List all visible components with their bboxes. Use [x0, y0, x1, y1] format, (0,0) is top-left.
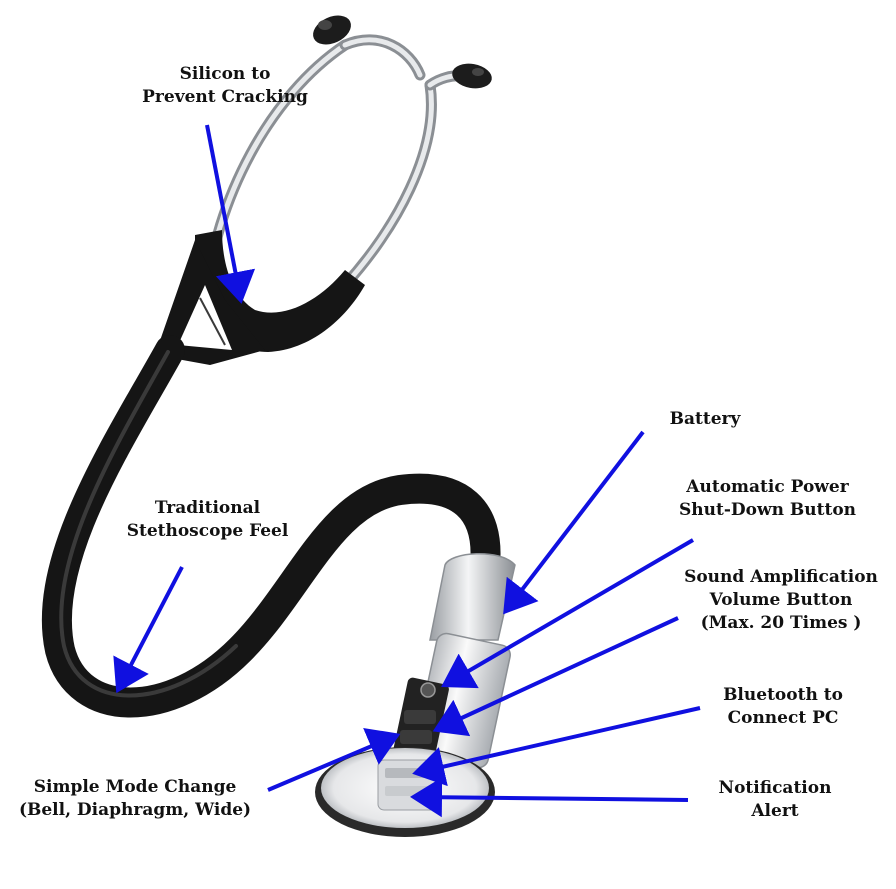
tubing	[41, 335, 501, 718]
chest-piece	[315, 553, 516, 837]
ear-tips	[313, 15, 492, 89]
label-mode-change-line1: Simple Mode Change	[33, 777, 237, 797]
y-junction	[155, 230, 365, 365]
label-silicon-line2: Prevent Cracking	[142, 87, 308, 107]
label-battery-line1: Battery	[669, 409, 741, 429]
label-traditional-line2: Stethoscope Feel	[126, 521, 289, 541]
arrow-bluetooth	[412, 706, 701, 787]
label-silicon-line1: Silicon to	[179, 64, 271, 84]
arrow-sound-amp	[432, 616, 679, 737]
label-bluetooth: Bluetooth to Connect PC	[703, 684, 863, 730]
label-bluetooth-line1: Bluetooth to	[723, 685, 843, 705]
label-notification: Notification Alert	[700, 777, 850, 823]
label-traditional-line1: Traditional	[154, 498, 261, 518]
label-sound-amp-line1: Sound Amplification	[684, 567, 878, 587]
arrow-auto-power	[441, 538, 695, 689]
label-auto-power: Automatic Power Shut-Down Button	[665, 476, 870, 522]
label-traditional: Traditional Stethoscope Feel	[120, 497, 295, 543]
label-notification-line2: Alert	[751, 801, 799, 821]
label-sound-amp-line3: (Max. 20 Times )	[700, 613, 862, 633]
label-sound-amp-line2: Volume Button	[709, 590, 853, 610]
pointer-arrows	[113, 124, 701, 818]
arrow-mode-change	[267, 727, 401, 792]
label-sound-amp: Sound Amplification Volume Button (Max. …	[672, 566, 890, 635]
label-auto-power-line1: Automatic Power	[686, 477, 849, 497]
arrow-silicon	[205, 124, 256, 304]
arrow-notification	[410, 777, 689, 818]
label-silicon: Silicon to Prevent Cracking	[140, 63, 310, 109]
label-mode-change: Simple Mode Change (Bell, Diaphragm, Wid…	[4, 776, 266, 822]
arrow-traditional	[113, 566, 184, 694]
label-auto-power-line2: Shut-Down Button	[678, 500, 857, 520]
label-notification-line1: Notification	[718, 778, 832, 798]
label-mode-change-line2: (Bell, Diaphragm, Wide)	[18, 800, 252, 820]
arrow-battery	[503, 430, 645, 615]
label-bluetooth-line2: Connect PC	[727, 708, 839, 728]
label-battery: Battery	[650, 408, 760, 431]
